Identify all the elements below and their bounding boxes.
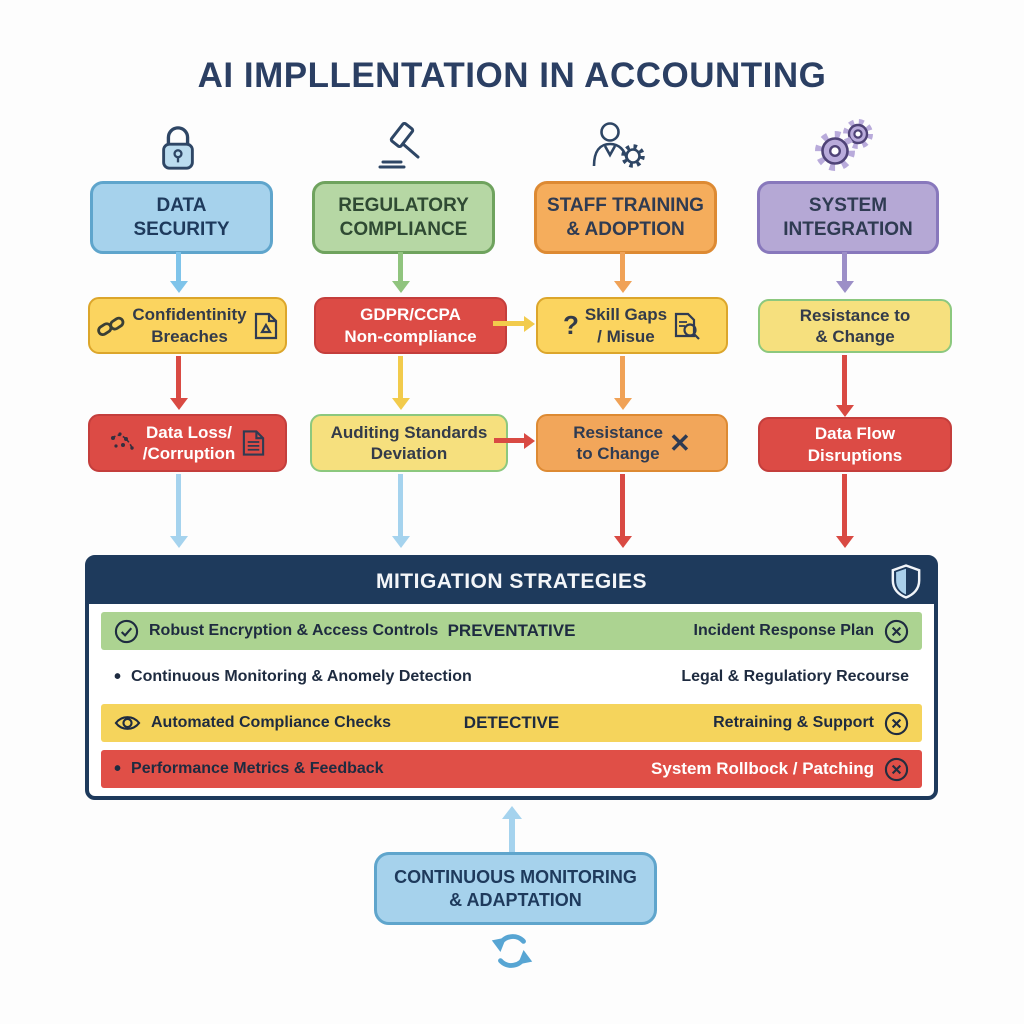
arrow-down-icon [842, 474, 847, 536]
mitigation-panel: MITIGATION STRATEGIES Robust Enc [85, 555, 938, 800]
arrow-down-icon [398, 252, 403, 281]
mitigation-row-monitoring: • Continuous Monitoring & Anomely Detect… [101, 658, 922, 696]
arrow-down-icon [620, 356, 625, 398]
document-icon [241, 429, 266, 457]
mitigation-right-label: Retraining & Support [713, 714, 874, 731]
risk-box-skill-gaps: ? Skill Gaps / Misue [536, 297, 728, 354]
x-circle-icon [884, 619, 909, 644]
column-header-system-integration: SYSTEM INTEGRATION [757, 181, 939, 254]
column-header-label: STAFF TRAINING & ADOPTION [547, 194, 704, 240]
eye-icon [114, 712, 141, 734]
continuous-monitoring-box: CONTINUOUS MONITORING & ADAPTATION [374, 852, 657, 925]
chain-link-icon [96, 313, 126, 339]
gavel-icon [374, 122, 426, 174]
mitigation-header: MITIGATION STRATEGIES [89, 559, 934, 604]
mitigation-left-label: Automated Compliance Checks [151, 714, 392, 731]
risk-label: Resistance to & Change [799, 305, 911, 346]
gears-icon [810, 118, 880, 174]
arrow-down-icon [176, 356, 181, 398]
scatter-data-icon [109, 430, 137, 456]
column-header-label: SYSTEM INTEGRATION [783, 194, 913, 240]
arrow-down-icon [398, 356, 403, 398]
column-header-data-security: DATA SECURITY [90, 181, 273, 254]
mitigation-row-preventative: Robust Encryption & Access Controls PREV… [101, 612, 922, 650]
risk-box-data-loss-corruption: Data Loss/ /Corruption [88, 414, 287, 472]
footer-label: CONTINUOUS MONITORING & ADAPTATION [394, 867, 637, 910]
mitigation-left-label: Continuous Monitoring & Anomely Detectio… [131, 668, 472, 685]
column-header-label: REGULATORY COMPLIANCE [338, 194, 469, 240]
risk-label: Skill Gaps / Misue [584, 305, 668, 346]
mitigation-row-detective: Automated Compliance Checks DETECTIVE Re… [101, 704, 922, 742]
mitigation-right-label: Legal & Regulatiory Recourse [681, 668, 909, 685]
arrow-down-icon [842, 355, 847, 405]
shield-icon [890, 563, 922, 600]
arrow-up-icon [509, 819, 515, 852]
arrow-down-icon [842, 252, 847, 281]
risk-label: Data Flow Disruptions [807, 424, 903, 465]
arrow-down-icon [620, 474, 625, 536]
x-circle-icon [884, 757, 909, 782]
x-circle-icon [884, 711, 909, 736]
mitigation-left-label: Performance Metrics & Feedback [131, 760, 384, 777]
mitigation-left-label: Robust Encryption & Access Controls [149, 622, 439, 639]
document-alert-icon [253, 312, 279, 340]
risk-label: Auditing Standards Deviation [330, 422, 488, 463]
risk-box-resistance-to-change: Resistance to Change ✕ [536, 414, 728, 472]
mitigation-row-corrective: • Performance Metrics & Feedback System … [101, 750, 922, 788]
arrow-down-icon [176, 252, 181, 281]
check-circle-icon [114, 619, 139, 644]
document-search-icon [673, 312, 701, 340]
mitigation-right-label: Incident Response Plan [693, 622, 874, 639]
risk-box-auditing-standards: Auditing Standards Deviation [310, 414, 508, 472]
mitigation-right-label: System Rollbock / Patching [651, 759, 874, 778]
risk-label: GDPR/CCPA Non-compliance [344, 305, 477, 346]
arrow-down-icon [398, 474, 403, 536]
page-title: AI IMPLLENTATION IN ACCOUNTING [197, 56, 827, 95]
risk-box-data-flow-disruptions: Data Flow Disruptions [758, 417, 952, 472]
arrow-down-icon [176, 474, 181, 536]
question-mark-icon: ? [562, 310, 579, 340]
risk-box-gdpr-ccpa: GDPR/CCPA Non-compliance [314, 297, 507, 354]
risk-label: Confidentinity Breaches [132, 305, 247, 346]
lock-icon [155, 124, 201, 172]
mitigation-title: MITIGATION STRATEGIES [375, 569, 648, 593]
x-mark-icon: ✕ [668, 427, 691, 458]
risk-box-resistance-change: Resistance to & Change [758, 299, 952, 353]
arrow-right-icon [493, 321, 524, 326]
bullet-icon: • [114, 758, 122, 780]
refresh-cycle-icon [487, 926, 537, 976]
column-header-staff-training: STAFF TRAINING & ADOPTION [534, 181, 717, 254]
person-gear-icon [588, 120, 648, 174]
risk-box-confidentiality-breaches: Confidentinity Breaches [88, 297, 287, 354]
column-header-label: DATA SECURITY [133, 194, 230, 240]
bullet-icon: • [114, 666, 122, 688]
risk-label: Resistance to Change [573, 422, 663, 463]
column-header-regulatory-compliance: REGULATORY COMPLIANCE [312, 181, 495, 254]
risk-label: Data Loss/ /Corruption [142, 422, 236, 463]
arrow-right-icon [494, 438, 524, 443]
arrow-down-icon [620, 252, 625, 281]
